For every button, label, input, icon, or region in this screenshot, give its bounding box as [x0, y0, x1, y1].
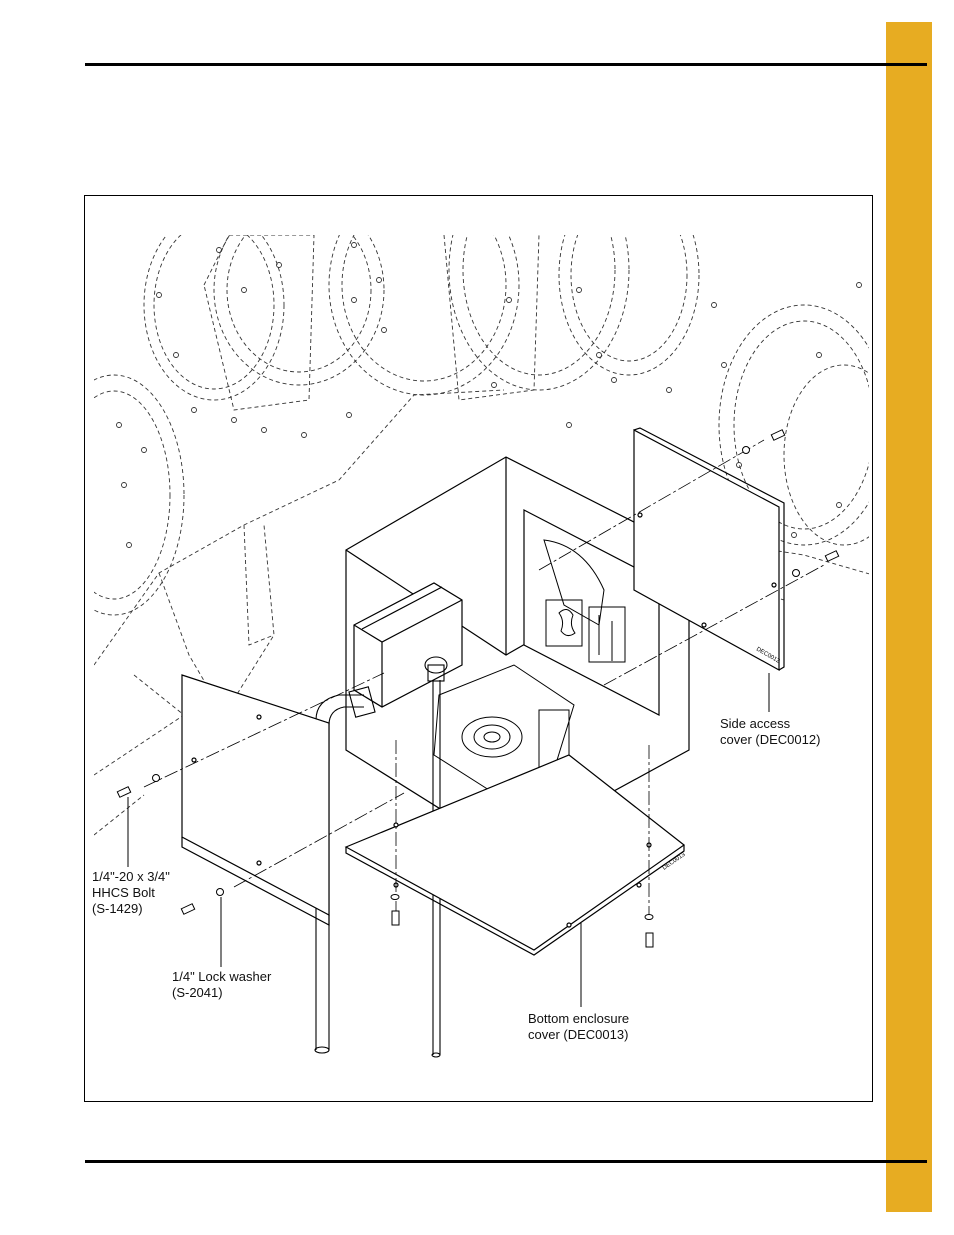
callout-bolt: 1/4"-20 x 3/4" HHCS Bolt (S-1429) — [92, 869, 170, 917]
callout-line: cover (DEC0013) — [528, 1027, 629, 1042]
figure-frame — [84, 195, 873, 1102]
gearbox-internals — [543, 539, 626, 663]
bolt-left-top — [116, 774, 160, 798]
fasteners — [116, 429, 840, 948]
callout-line: 1/4"-20 x 3/4" — [92, 869, 170, 884]
callout-line: 1/4" Lock washer — [172, 969, 272, 984]
callout-bottom-enclosure-cover: Bottom enclosure cover (DEC0013) — [528, 1011, 629, 1043]
bolt-left-bottom — [180, 888, 224, 915]
callout-line: Bottom enclosure — [528, 1011, 630, 1026]
bolt-right-bottom — [792, 550, 840, 577]
junction-box — [353, 582, 463, 708]
bolt-bottom-left — [390, 894, 400, 926]
bolt-right-top — [742, 429, 786, 454]
callout-line: (S-1429) — [92, 901, 143, 916]
side-access-cover — [633, 427, 785, 672]
enclosure-box — [345, 456, 690, 851]
footer-rule — [85, 1160, 927, 1163]
bolt-bottom-right — [644, 914, 654, 948]
chapter-tab — [886, 22, 932, 1212]
header-rule — [85, 63, 927, 66]
callout-line: HHCS Bolt — [92, 885, 155, 900]
left-side-cover — [181, 674, 330, 926]
callout-lock-washer: 1/4" Lock washer (S-2041) — [172, 969, 271, 1001]
callout-side-access-cover: Side access cover (DEC0012) — [720, 716, 820, 748]
callout-line: Side access — [720, 716, 791, 731]
bin-structure-background — [94, 235, 869, 836]
callout-line: cover (DEC0012) — [720, 732, 821, 747]
bin-bolt-holes — [116, 242, 862, 548]
exploded-centerlines — [143, 439, 825, 920]
leader-lines — [127, 673, 770, 1007]
exploded-assembly-drawing: DEC0012 DEC0013 — [94, 235, 869, 1058]
callout-line: (S-2041) — [172, 985, 223, 1000]
